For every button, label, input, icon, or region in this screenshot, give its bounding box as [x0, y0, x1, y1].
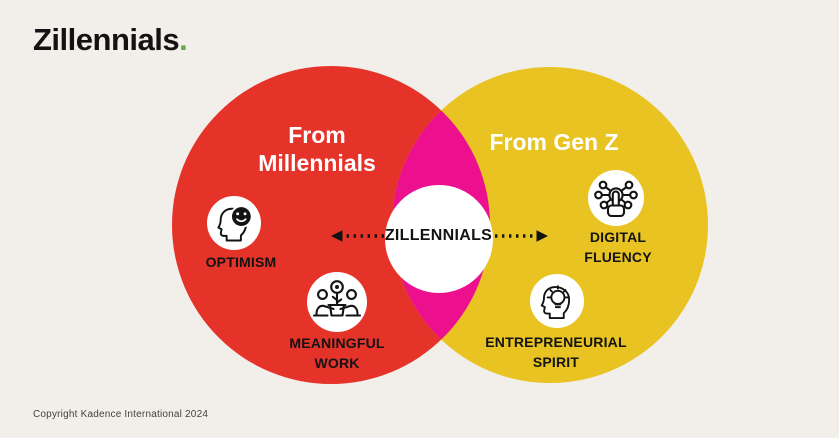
zillennials-center-label: ZILLENNIALS [384, 227, 493, 244]
millennials-circle [172, 66, 490, 384]
label-entrepreneurial-spirit: ENTREPRENEURIAL SPIRIT [485, 334, 627, 370]
optimism-head-smiley-icon [207, 196, 261, 250]
label-digital-fluency: DIGITAL FLUENCY [584, 229, 652, 265]
heading-from-millennials: From Millennials [258, 122, 376, 176]
copyright-notice: Copyright Kadence International 2024 [33, 409, 209, 420]
right-dotted-arrow-icon [495, 230, 548, 242]
label-optimism: OPTIMISM [205, 254, 277, 270]
entrepreneurial-spirit-head-bulb-icon [530, 274, 584, 328]
page-title-text: Zillennials [33, 22, 180, 57]
digital-fluency-touch-network-icon [588, 170, 644, 226]
meaningful-work-people-plant-icon [307, 272, 367, 332]
left-dotted-arrow-icon [331, 230, 384, 242]
zillennials-center-circle [385, 185, 493, 293]
label-meaningful-work: MEANINGFUL WORK [289, 335, 385, 371]
page-title: Zillennials. [33, 22, 188, 58]
heading-from-genz: From Gen Z [489, 129, 619, 155]
page-title-green-dot: . [179, 22, 188, 57]
genz-circle [392, 67, 708, 383]
